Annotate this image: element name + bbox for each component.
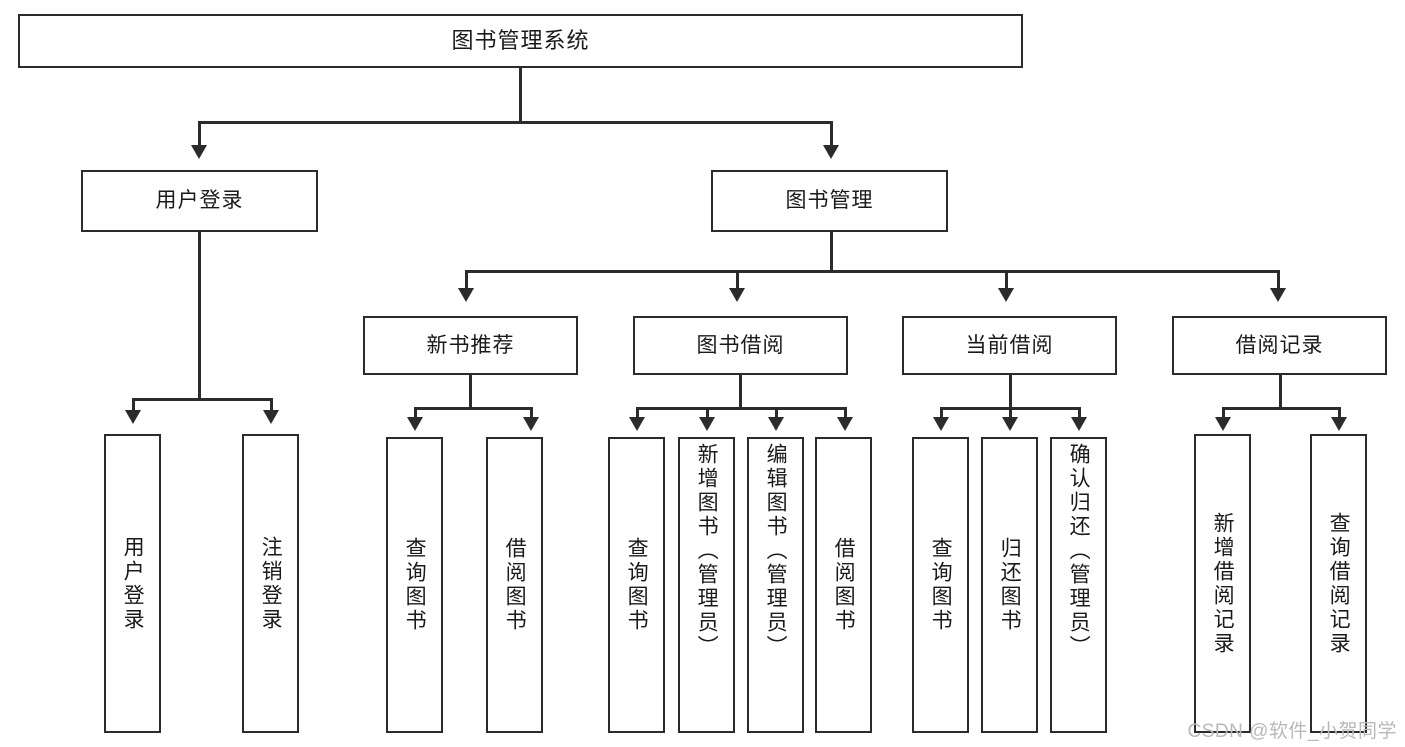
arrow-down-icon-ul-1 [125, 410, 141, 424]
leaf-query-book-2-label: 查询图书 [625, 537, 649, 633]
arrow-down-icon-cb-1 [933, 417, 949, 431]
leaf-add-record-label: 新增借阅记录 [1211, 511, 1235, 656]
connector-nbr-bus [414, 407, 530, 410]
node-new-book-rec-label: 新书推荐 [426, 333, 515, 357]
connector-book-manage-bus [465, 270, 1277, 273]
arrow-down-icon-root-2 [823, 145, 839, 159]
connector-root-bus [198, 121, 832, 124]
node-book-manage[interactable]: 图书管理 [711, 170, 948, 232]
connector-cb-stem [1009, 375, 1012, 407]
leaf-borrow-book-1-label: 借阅图书 [503, 537, 527, 633]
connector-cb-drop-1 [940, 407, 943, 421]
connector-bb-drop-4 [844, 407, 847, 421]
connector-bb-drop-1 [636, 407, 639, 421]
arrow-down-icon-cb-3 [1071, 417, 1087, 431]
arrow-down-icon-bb-1 [629, 417, 645, 431]
node-current-borrow-label: 当前借阅 [965, 333, 1054, 357]
connector-root-drop-2 [830, 121, 833, 151]
connector-bb-stem [739, 375, 742, 407]
leaf-add-book[interactable]: 新增图书（管理员） [678, 437, 735, 733]
node-book-manage-label: 图书管理 [785, 189, 874, 213]
connector-user-login-drop-2 [270, 398, 273, 414]
connector-nbr-drop-1 [414, 407, 417, 421]
connector-nbr-drop-2 [530, 407, 533, 421]
connector-br-bus [1222, 407, 1338, 410]
arrow-down-icon-ul-2 [263, 410, 279, 424]
leaf-add-record[interactable]: 新增借阅记录 [1194, 434, 1251, 733]
leaf-borrow-book-1[interactable]: 借阅图书 [486, 437, 543, 733]
connector-br-drop-1 [1222, 407, 1225, 421]
arrow-down-icon-nbr-1 [407, 417, 423, 431]
connector-root-stem [519, 68, 522, 121]
connector-bb-bus [636, 407, 844, 410]
arrow-down-icon-bb-4 [837, 417, 853, 431]
leaf-query-record[interactable]: 查询借阅记录 [1310, 434, 1367, 733]
connector-cb-drop-3 [1078, 407, 1081, 421]
connector-cb-drop-2 [1009, 407, 1012, 421]
connector-bm-drop-2 [736, 270, 739, 292]
leaf-return-book[interactable]: 归还图书 [981, 437, 1038, 733]
leaf-borrow-book-2-label: 借阅图书 [832, 537, 856, 633]
node-borrow-record[interactable]: 借阅记录 [1172, 316, 1387, 375]
connector-bm-drop-3 [1005, 270, 1008, 292]
connector-user-login-drop-1 [132, 398, 135, 414]
node-user-login-label: 用户登录 [155, 189, 244, 213]
watermark: CSDN @软件_小贺同学 [1187, 721, 1397, 742]
leaf-query-record-label: 查询借阅记录 [1327, 511, 1351, 656]
leaf-query-book-3[interactable]: 查询图书 [912, 437, 969, 733]
connector-book-manage-stem [830, 232, 833, 270]
arrow-down-icon-bm-3 [998, 288, 1014, 302]
arrow-down-icon-cb-2 [1002, 417, 1018, 431]
connector-br-drop-2 [1338, 407, 1341, 421]
leaf-query-book-3-label: 查询图书 [929, 537, 953, 633]
connector-br-stem [1279, 375, 1282, 407]
arrow-down-icon-root-1 [191, 145, 207, 159]
connector-user-login-bus [132, 398, 270, 401]
arrow-down-icon-br-1 [1215, 417, 1231, 431]
connector-bm-drop-4 [1277, 270, 1280, 292]
node-book-borrow[interactable]: 图书借阅 [633, 316, 848, 375]
arrow-down-icon-br-2 [1331, 417, 1347, 431]
arrow-down-icon-nbr-2 [523, 417, 539, 431]
leaf-user-login[interactable]: 用户登录 [104, 434, 161, 733]
node-borrow-record-label: 借阅记录 [1235, 333, 1324, 357]
leaf-query-book-1-label: 查询图书 [403, 537, 427, 633]
leaf-borrow-book-2[interactable]: 借阅图书 [815, 437, 872, 733]
connector-user-login-stem [198, 232, 201, 398]
node-root[interactable]: 图书管理系统 [18, 14, 1023, 68]
arrow-down-icon-bb-2 [699, 417, 715, 431]
connector-bm-drop-1 [465, 270, 468, 292]
node-root-label: 图书管理系统 [451, 27, 590, 53]
node-user-login[interactable]: 用户登录 [81, 170, 318, 232]
arrow-down-icon-bm-2 [729, 288, 745, 302]
connector-bb-drop-3 [775, 407, 778, 421]
leaf-edit-book-label: 编辑图书（管理员） [764, 443, 788, 659]
connector-nbr-stem [469, 375, 472, 407]
leaf-logout-label: 注销登录 [259, 535, 283, 632]
leaf-confirm-return-label: 确认归还（管理员） [1067, 443, 1091, 659]
leaf-logout[interactable]: 注销登录 [242, 434, 299, 733]
node-book-borrow-label: 图书借阅 [696, 333, 785, 357]
node-new-book-rec[interactable]: 新书推荐 [363, 316, 578, 375]
node-current-borrow[interactable]: 当前借阅 [902, 316, 1117, 375]
leaf-edit-book[interactable]: 编辑图书（管理员） [747, 437, 804, 733]
connector-root-drop-1 [198, 121, 201, 151]
leaf-add-book-label: 新增图书（管理员） [695, 443, 719, 659]
leaf-query-book-2[interactable]: 查询图书 [608, 437, 665, 733]
arrow-down-icon-bm-4 [1270, 288, 1286, 302]
leaf-user-login-label: 用户登录 [121, 535, 145, 632]
arrow-down-icon-bb-3 [768, 417, 784, 431]
leaf-return-book-label: 归还图书 [998, 537, 1022, 633]
leaf-query-book-1[interactable]: 查询图书 [386, 437, 443, 733]
arrow-down-icon-bm-1 [458, 288, 474, 302]
connector-bb-drop-2 [706, 407, 709, 421]
leaf-confirm-return[interactable]: 确认归还（管理员） [1050, 437, 1107, 733]
